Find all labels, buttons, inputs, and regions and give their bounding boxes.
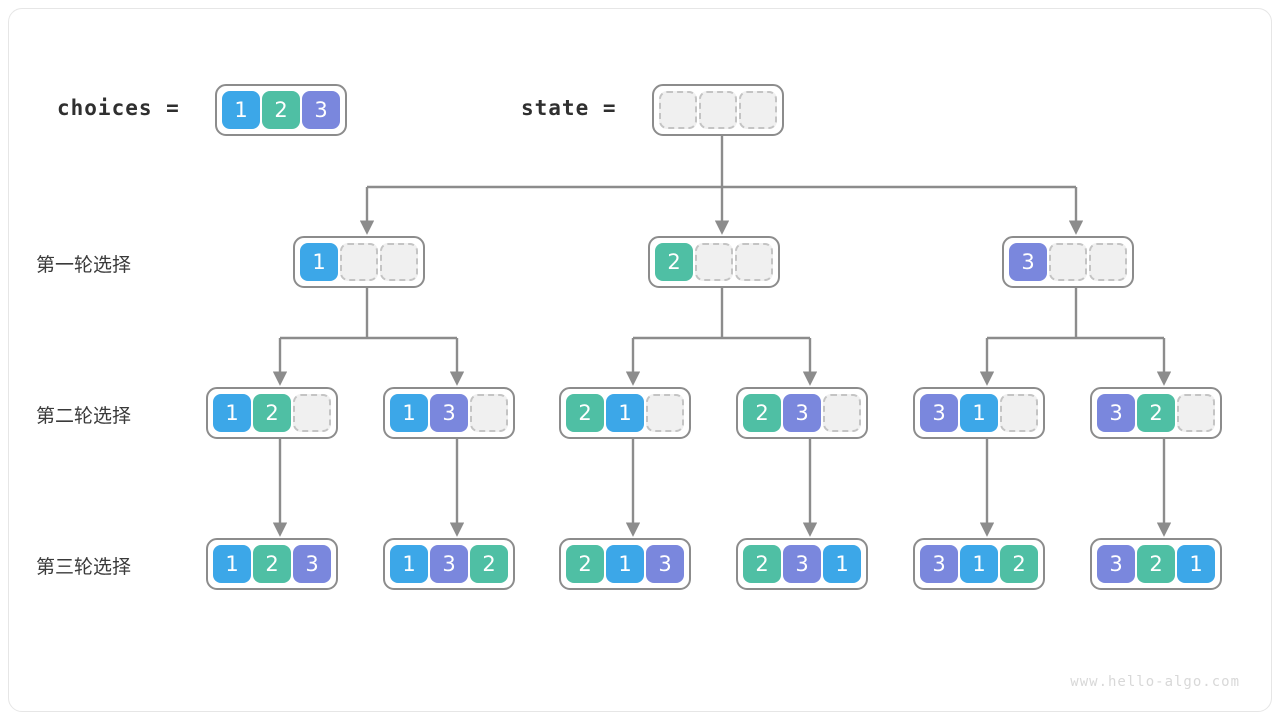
r2n6-cell-0: 3	[1097, 394, 1135, 432]
r1n2-cell-0: 2	[655, 243, 693, 281]
r1n3-empty-cell-2	[1089, 243, 1127, 281]
r3n6-cell-1: 2	[1137, 545, 1175, 583]
choices-label: choices =	[57, 96, 180, 120]
r2n6-empty-cell-2	[1177, 394, 1215, 432]
state-node-r1-3: 3	[1002, 236, 1134, 288]
page-frame	[8, 8, 1272, 712]
r3n2-cell-2: 2	[470, 545, 508, 583]
r2n3-empty-cell-2	[646, 394, 684, 432]
r2n5-cell-1: 1	[960, 394, 998, 432]
row-title-round-3: 第三轮选择	[36, 556, 132, 578]
choices-cell-1: 2	[262, 91, 300, 129]
r2n3-cell-0: 2	[566, 394, 604, 432]
r3n4-cell-1: 3	[783, 545, 821, 583]
row-title-round-2: 第二轮选择	[36, 405, 132, 427]
state-node-r1-2: 2	[648, 236, 780, 288]
r2n5-empty-cell-2	[1000, 394, 1038, 432]
state-empty-cell-1	[699, 91, 737, 129]
r1n1-empty-cell-2	[380, 243, 418, 281]
r1n3-cell-0: 3	[1009, 243, 1047, 281]
r3n6-cell-2: 1	[1177, 545, 1215, 583]
r1n1-empty-cell-1	[340, 243, 378, 281]
watermark: www.hello-algo.com	[1070, 674, 1240, 690]
r1n3-empty-cell-1	[1049, 243, 1087, 281]
r3n3-cell-0: 2	[566, 545, 604, 583]
r3n4-cell-0: 2	[743, 545, 781, 583]
r3n3-cell-1: 1	[606, 545, 644, 583]
state-empty-cell-0	[659, 91, 697, 129]
r2n2-empty-cell-2	[470, 394, 508, 432]
r1n1-cell-0: 1	[300, 243, 338, 281]
r2n4-cell-1: 3	[783, 394, 821, 432]
r3n2-cell-0: 1	[390, 545, 428, 583]
r3n5-cell-1: 1	[960, 545, 998, 583]
state-empty-cell-2	[739, 91, 777, 129]
row-title-round-1: 第一轮选择	[36, 254, 132, 276]
r2n1-cell-0: 1	[213, 394, 251, 432]
r3n5-cell-0: 3	[920, 545, 958, 583]
r3n4-cell-2: 1	[823, 545, 861, 583]
r1n2-empty-cell-1	[695, 243, 733, 281]
state-array	[652, 84, 784, 136]
r2n1-cell-1: 2	[253, 394, 291, 432]
state-node-r1-1: 1	[293, 236, 425, 288]
r2n3-cell-1: 1	[606, 394, 644, 432]
choices-cell-0: 1	[222, 91, 260, 129]
r3n5-cell-2: 2	[1000, 545, 1038, 583]
r2n6-cell-1: 2	[1137, 394, 1175, 432]
r2n1-empty-cell-2	[293, 394, 331, 432]
r3n6-cell-0: 3	[1097, 545, 1135, 583]
r2n5-cell-0: 3	[920, 394, 958, 432]
r3n3-cell-2: 3	[646, 545, 684, 583]
choices-cell-2: 3	[302, 91, 340, 129]
r3n1-cell-2: 3	[293, 545, 331, 583]
r2n2-cell-1: 3	[430, 394, 468, 432]
r2n2-cell-0: 1	[390, 394, 428, 432]
r3n1-cell-1: 2	[253, 545, 291, 583]
r1n2-empty-cell-2	[735, 243, 773, 281]
r2n4-empty-cell-2	[823, 394, 861, 432]
r3n2-cell-1: 3	[430, 545, 468, 583]
state-label: state =	[521, 96, 617, 120]
r2n4-cell-0: 2	[743, 394, 781, 432]
r3n1-cell-0: 1	[213, 545, 251, 583]
